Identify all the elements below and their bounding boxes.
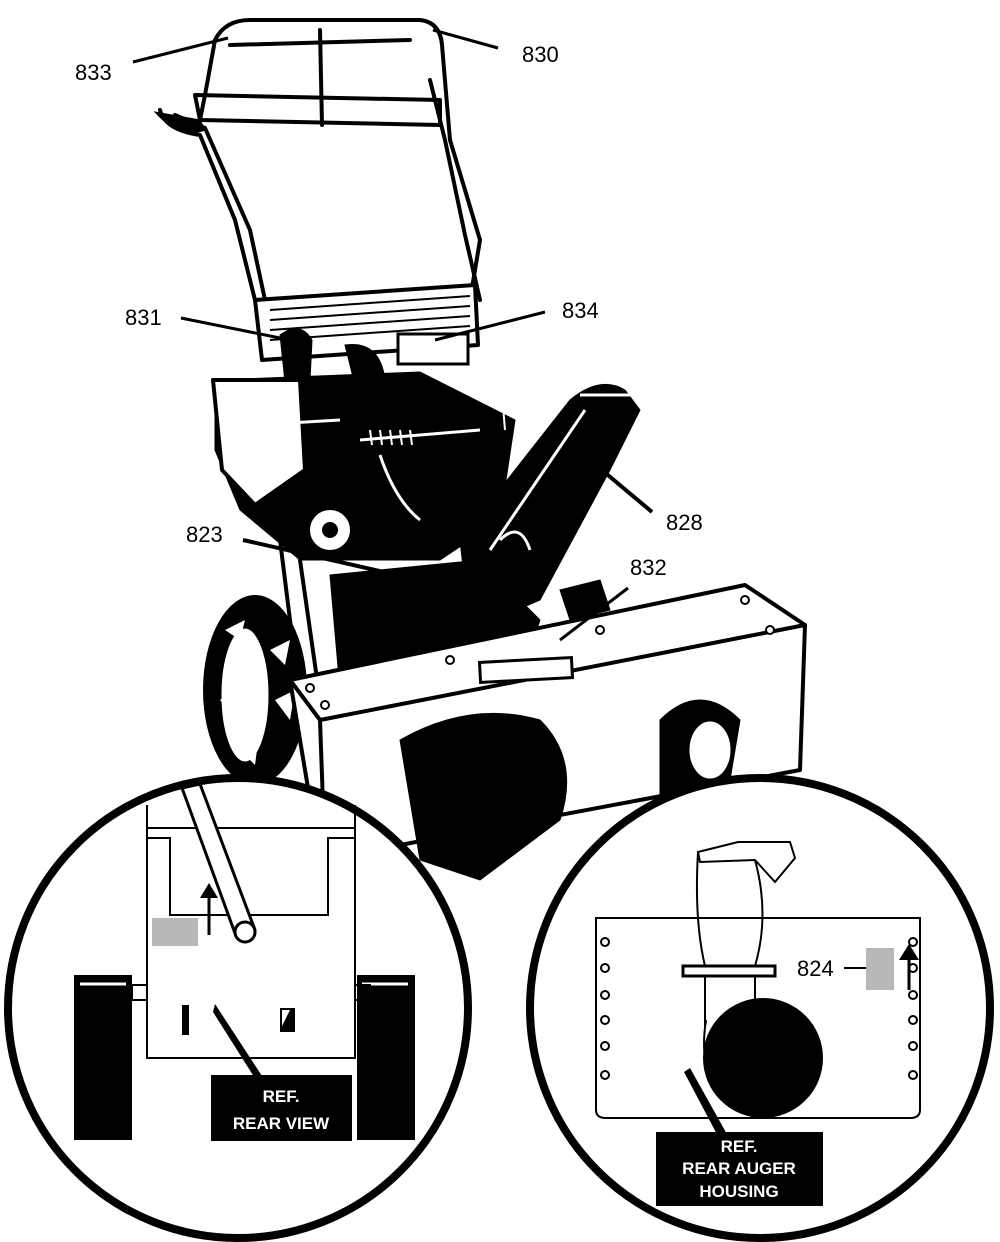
callout-824: 824 bbox=[797, 956, 834, 981]
callout-834: 834 bbox=[562, 298, 599, 323]
auger-label-line1: REF. bbox=[721, 1137, 758, 1156]
rear-view-inset: REF. REAR VIEW bbox=[4, 774, 472, 1242]
callout-828: 828 bbox=[666, 510, 703, 535]
auger-label-line3: HOUSING bbox=[699, 1182, 778, 1201]
auger-label-line2: REAR AUGER bbox=[682, 1159, 796, 1178]
callout-833: 833 bbox=[75, 60, 112, 85]
callout-831: 831 bbox=[125, 305, 162, 330]
auger-housing-inset: 824 REF. REAR AUGER HOUSING bbox=[526, 774, 994, 1242]
control-panel bbox=[253, 283, 480, 383]
rear-view-label-line2: REAR VIEW bbox=[233, 1114, 330, 1133]
callout-830: 830 bbox=[522, 42, 559, 67]
callout-832: 832 bbox=[630, 555, 667, 580]
callout-823: 823 bbox=[186, 522, 223, 547]
rear-view-label-line1: REF. bbox=[263, 1087, 300, 1106]
handlebar bbox=[153, 18, 482, 302]
discharge-chute bbox=[459, 383, 641, 631]
leader-lines bbox=[132, 28, 654, 642]
engine bbox=[211, 343, 516, 561]
